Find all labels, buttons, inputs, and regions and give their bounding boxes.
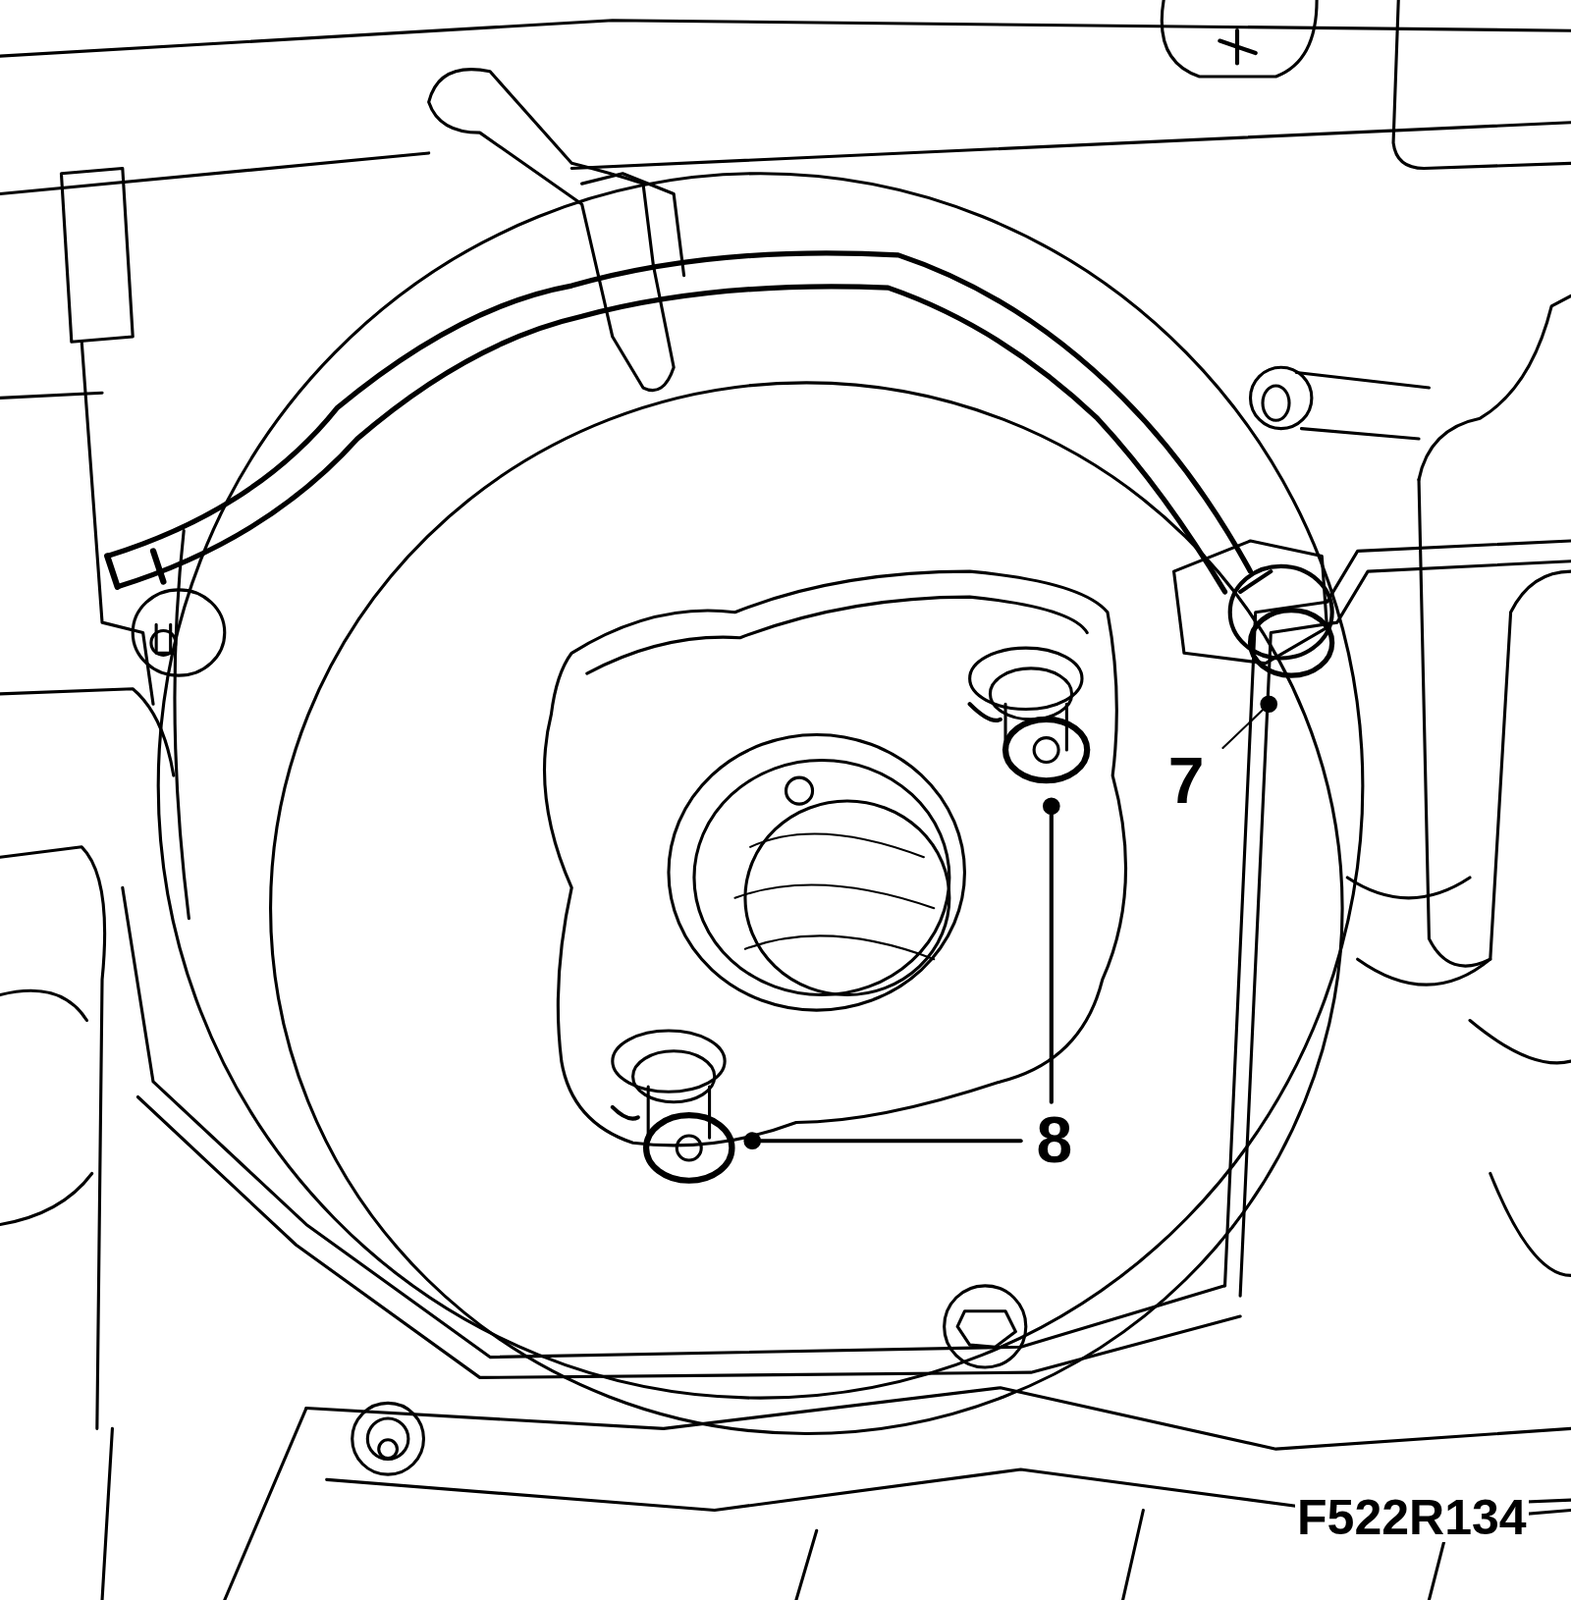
callout-number: 7 — [1166, 748, 1207, 813]
figure-code: F522R134 — [1295, 1493, 1529, 1543]
callout-number: 8 — [1034, 1107, 1076, 1173]
